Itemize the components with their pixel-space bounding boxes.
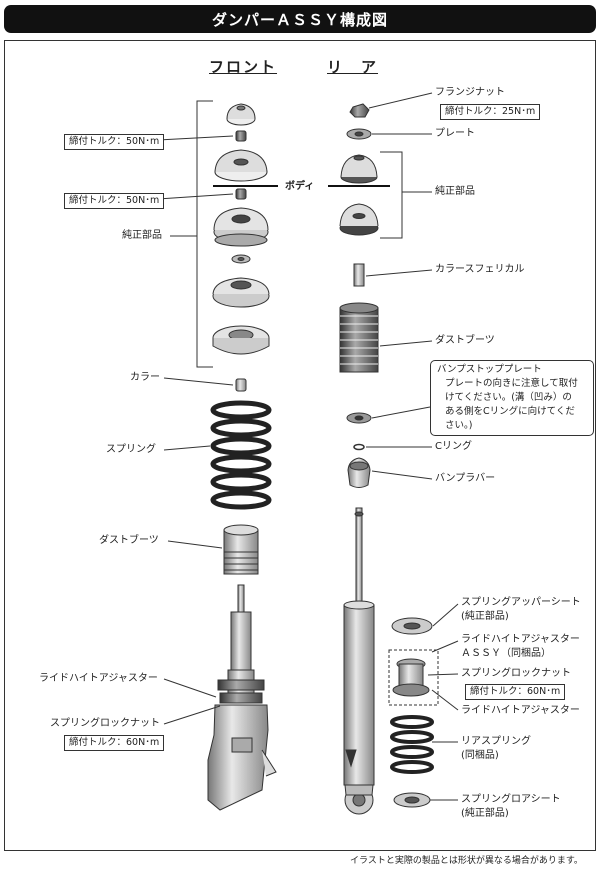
rear-bump-rubber-icon xyxy=(347,457,371,488)
rear-flange-nut-icon xyxy=(349,103,370,118)
rear-collar-spherical-icon xyxy=(353,263,365,287)
rear-upper-seat-icon xyxy=(391,617,433,635)
front-strut-icon xyxy=(207,584,277,811)
rear-assy-dashed-box xyxy=(388,649,439,706)
page-title: ダンパーＡＳＳＹ構成図 xyxy=(4,5,596,33)
disclaimer: イラストと実際の製品とは形状が異なる場合があります。 xyxy=(350,856,583,866)
bump-stop-plate-title: バンプストッププレート xyxy=(437,364,542,375)
front-spring-label: スプリング xyxy=(106,444,156,455)
rear-spring-icon xyxy=(390,715,434,774)
front-collar-icon xyxy=(235,378,247,392)
front-dust-boot-label: ダストブーツ xyxy=(99,535,159,546)
rear-c-ring-label: Cリング xyxy=(435,441,472,452)
bump-stop-note-line-1: プレートの向きに注意して取付 xyxy=(445,378,578,389)
front-mount-lower-icon xyxy=(213,207,269,247)
rear-upper-seat-sub: (純正部品) xyxy=(461,611,509,622)
front-washer-icon xyxy=(231,254,251,264)
rear-lower-seat-label: スプリングロアシート xyxy=(461,794,561,805)
rear-spring-sub: (同梱品) xyxy=(461,750,499,761)
rear-ride-height-assy-sub: ＡＳＳＹ（同梱品） xyxy=(461,648,551,659)
front-torque-lock: 締付トルク：60N･m xyxy=(64,735,165,751)
rear-shock-icon xyxy=(343,507,375,815)
body-label: ボディ xyxy=(285,181,315,192)
front-mount-upper-icon xyxy=(214,149,268,182)
title-text: ダンパーＡＳＳＹ構成図 xyxy=(211,10,388,29)
front-spring-icon xyxy=(210,400,272,510)
rear-mount-lower-icon xyxy=(339,203,379,236)
front-top-cap-icon xyxy=(226,103,256,126)
bump-stop-note-line-3: ある側をCリングに向けてくだ xyxy=(445,406,575,417)
rear-torque-lock: 締付トルク：60N･m xyxy=(465,684,566,700)
front-genuine-bracket xyxy=(196,100,213,368)
front-genuine-label: 純正部品 xyxy=(122,230,162,241)
bump-stop-note-box: バンプストッププレート プレートの向きに注意して取付 けてください。(溝（凹み）… xyxy=(430,360,594,436)
front-ride-height-label: ライドハイトアジャスター xyxy=(39,673,158,684)
rear-c-ring-icon xyxy=(353,443,365,451)
rear-ride-height-assy-icon xyxy=(392,658,430,697)
front-nut-upper-icon xyxy=(235,130,247,142)
rear-ride-height-assy-label: ライドハイトアジャスター xyxy=(461,634,580,645)
rear-bump-stop-plate-icon xyxy=(346,412,372,424)
bump-stop-note-line-2: けてください。(溝（凹み）の xyxy=(445,392,572,403)
rear-dust-boot-label: ダストブーツ xyxy=(435,335,495,346)
heading-front: フロント xyxy=(209,58,278,76)
rear-bump-rubber-label: バンプラバー xyxy=(435,473,496,484)
rear-flange-nut-label: フランジナット xyxy=(435,87,505,98)
front-torque-upper: 締付トルク：50N･m xyxy=(64,134,165,150)
front-lock-nut-label: スプリングロックナット xyxy=(50,718,160,729)
rear-ride-height-label: ライドハイトアジャスター xyxy=(461,705,580,716)
diagram-frame xyxy=(4,40,596,851)
rear-lower-seat-sub: (純正部品) xyxy=(461,808,509,819)
rear-torque-flange: 締付トルク：25N･m xyxy=(440,104,541,120)
front-torque-mid: 締付トルク：50N･m xyxy=(64,193,165,209)
rear-mount-upper-icon xyxy=(340,154,378,184)
front-seat-icon xyxy=(212,325,270,355)
bump-stop-note-line-4: さい。) xyxy=(445,420,473,431)
rear-upper-seat-label: スプリングアッパーシート xyxy=(461,597,581,608)
rear-lock-nut-label: スプリングロックナット xyxy=(461,668,571,679)
rear-spring-label: リアスプリング xyxy=(461,736,531,747)
rear-collar-spherical-label: カラースフェリカル xyxy=(435,264,525,275)
rear-plate-label: プレート xyxy=(435,128,475,139)
rear-lower-seat-icon xyxy=(393,792,431,808)
front-collar-label: カラー xyxy=(130,372,160,383)
rear-genuine-label: 純正部品 xyxy=(435,186,475,197)
rear-genuine-bracket xyxy=(380,151,403,239)
front-dust-boot-icon xyxy=(223,524,259,575)
front-bearing-icon xyxy=(212,277,270,308)
front-nut-mid-icon xyxy=(235,188,247,200)
heading-rear: リ ア xyxy=(327,58,379,76)
rear-dust-boot-icon xyxy=(339,302,379,373)
rear-plate-icon xyxy=(346,128,372,140)
